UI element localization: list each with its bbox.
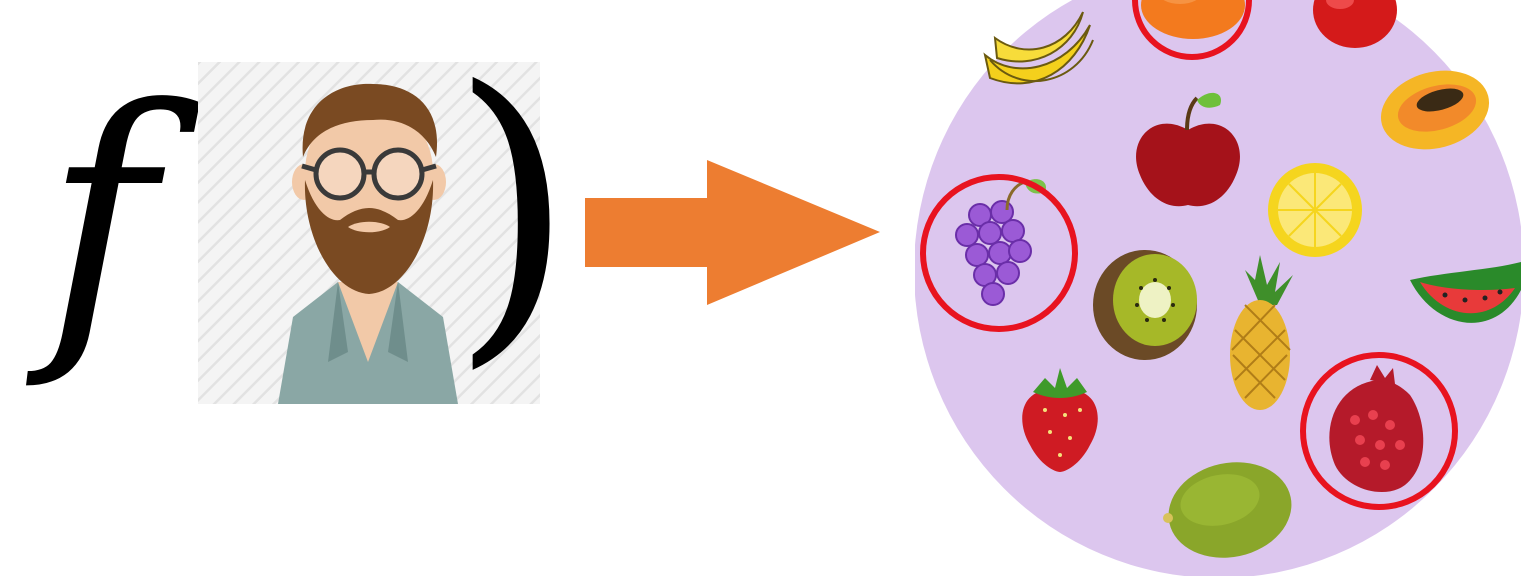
fruit-set <box>915 0 1521 576</box>
close-parenthesis: ) <box>450 60 540 380</box>
lemon-icon <box>1268 163 1362 257</box>
right-arrow-icon <box>585 160 880 305</box>
kiwi-icon <box>1093 250 1197 360</box>
function-symbol: f <box>30 70 170 370</box>
